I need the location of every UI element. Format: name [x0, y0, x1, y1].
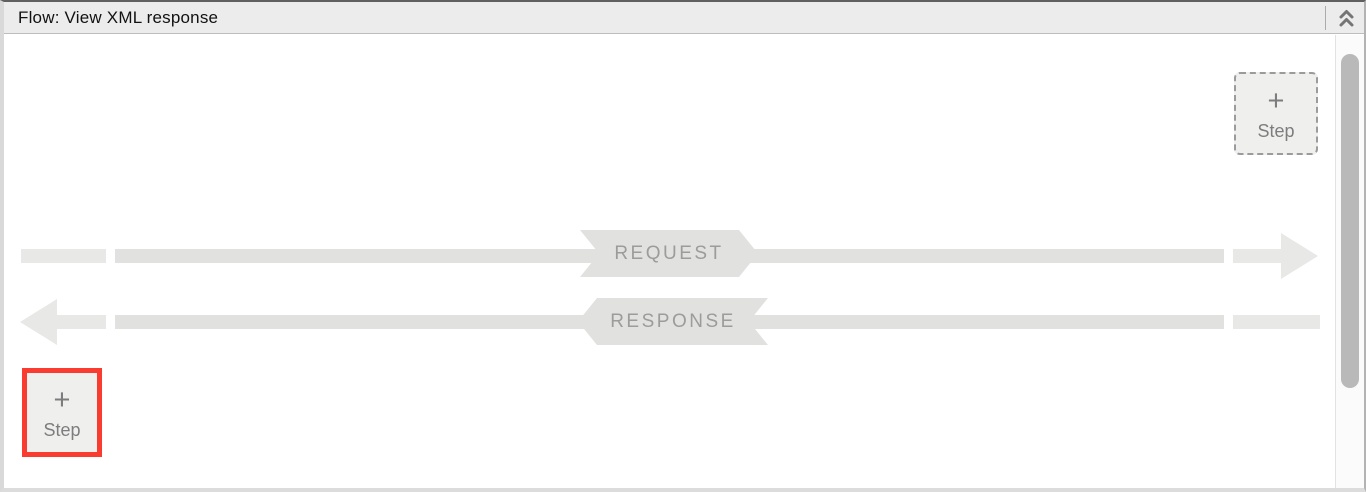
collapse-button[interactable]: [1332, 4, 1360, 32]
panel-title: Flow: View XML response: [18, 7, 219, 27]
plus-icon: +: [1267, 85, 1285, 118]
add-step-button-top[interactable]: + Step: [1234, 72, 1318, 155]
request-banner: REQUEST: [580, 230, 758, 277]
add-step-label: Step: [1257, 120, 1295, 141]
header-controls: [1325, 2, 1360, 33]
request-arrowhead-icon: [1281, 233, 1318, 279]
response-arrowhead-icon: [20, 299, 57, 345]
panel-header: Flow: View XML response: [4, 2, 1364, 34]
request-line-stub: [21, 249, 106, 263]
target-highlight-box: + Step: [22, 368, 102, 457]
plus-icon: +: [53, 383, 71, 416]
response-banner: RESPONSE: [578, 298, 768, 345]
response-line-stub: [1233, 315, 1320, 329]
scrollbar-thumb[interactable]: [1341, 54, 1359, 388]
header-divider: [1325, 5, 1326, 30]
request-arrow-shaft: [1233, 249, 1287, 263]
flow-canvas: + Step REQUEST RESPONSE +: [4, 35, 1364, 488]
request-banner-label: REQUEST: [614, 242, 724, 264]
double-chevron-up-icon: [1339, 9, 1353, 26]
response-banner-label: RESPONSE: [610, 310, 736, 332]
add-step-button-bottom[interactable]: + Step: [27, 373, 97, 452]
add-step-label: Step: [43, 420, 81, 441]
response-arrow-shaft: [55, 315, 106, 329]
vertical-scrollbar[interactable]: [1335, 35, 1364, 488]
